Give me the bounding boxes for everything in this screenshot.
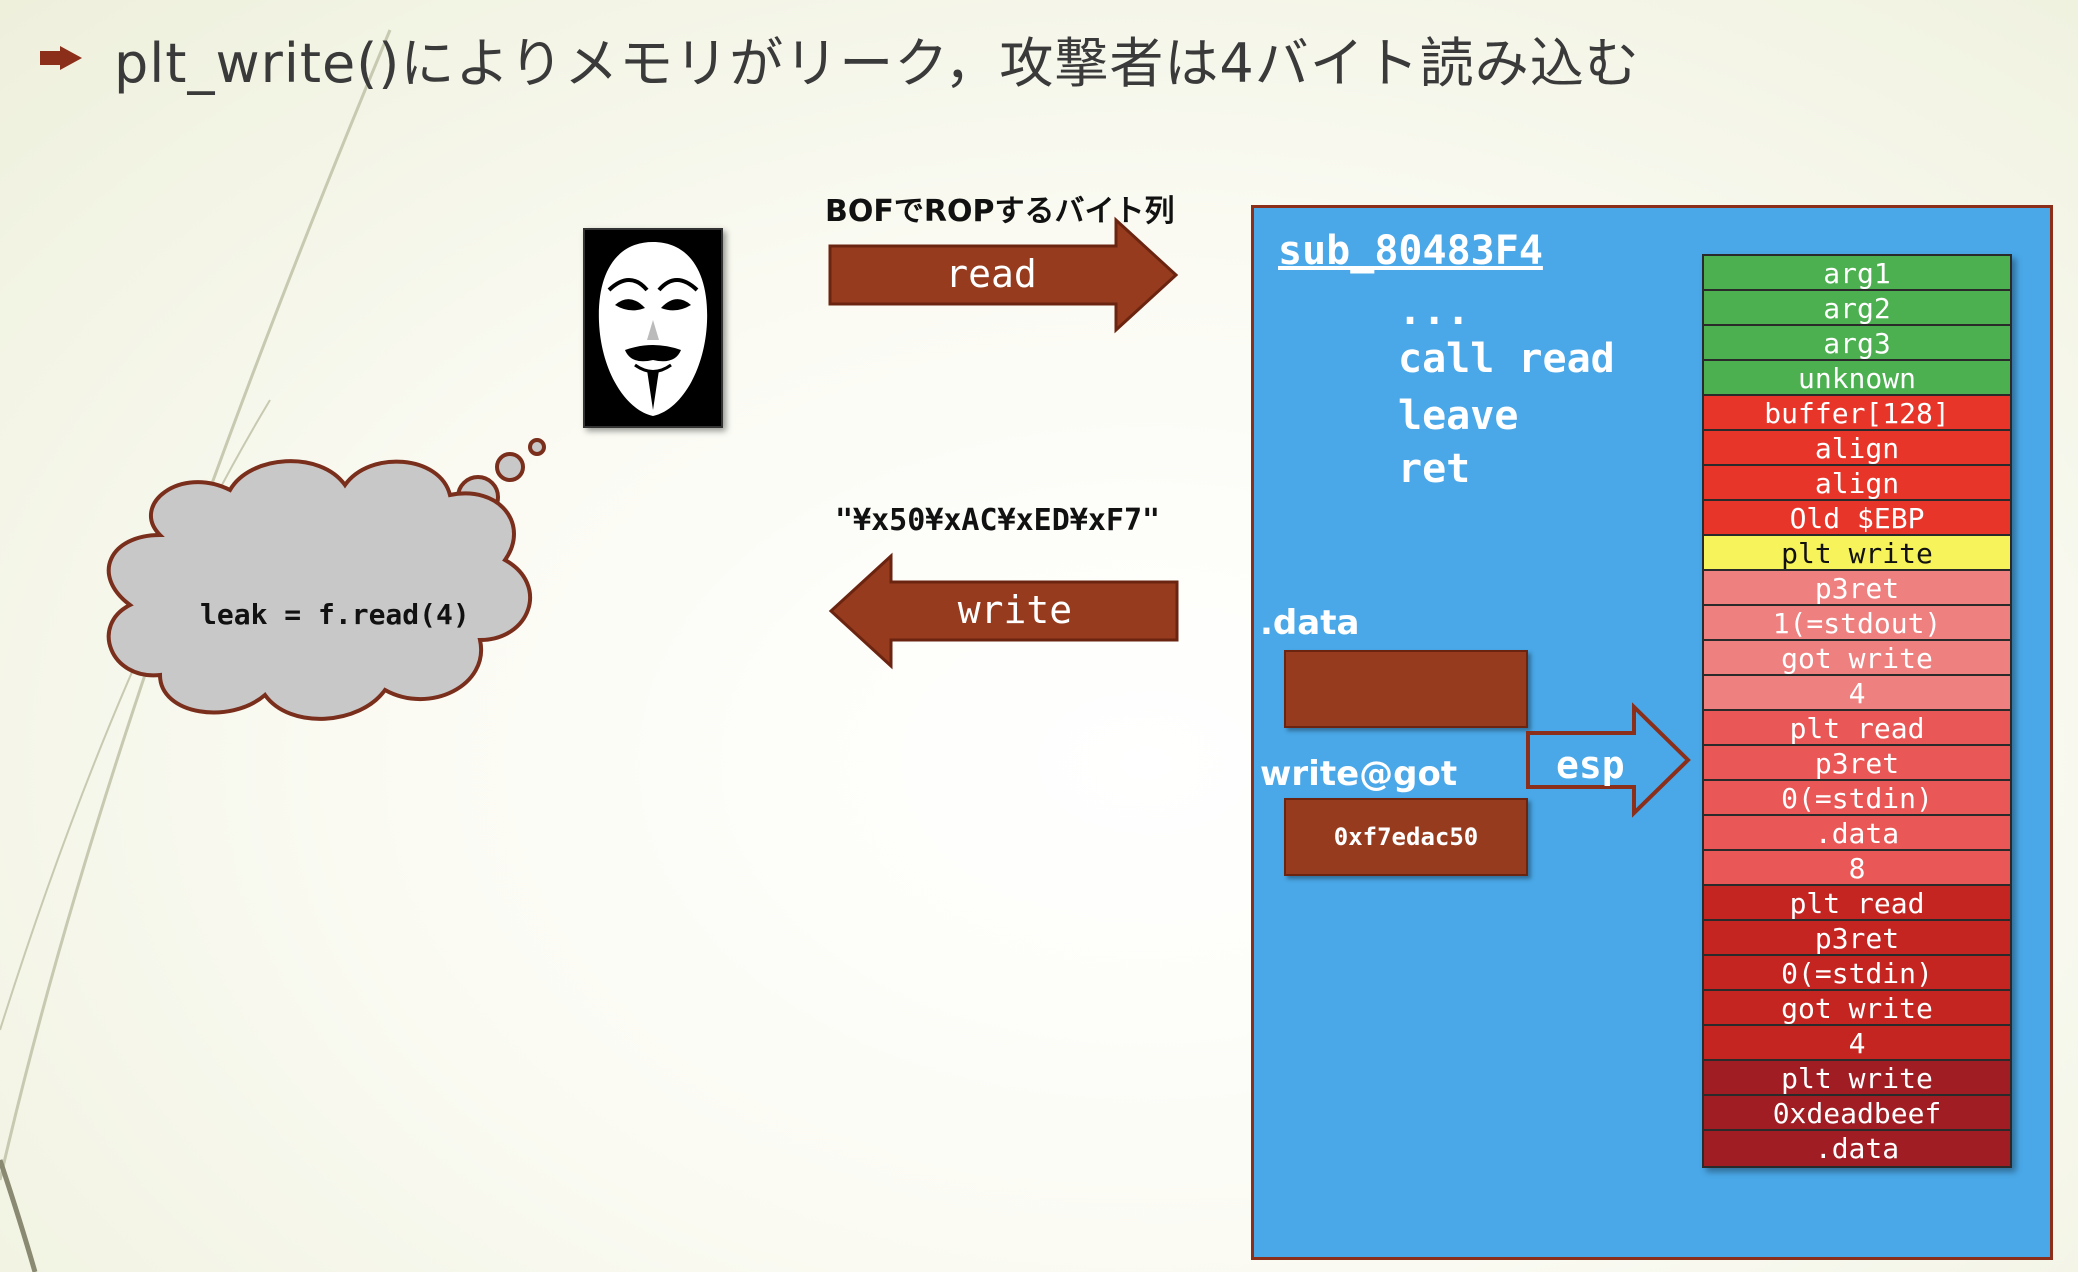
stack-cell: p3ret [1704, 746, 2010, 781]
esp-arrow [1526, 702, 1691, 818]
stack-cell: unknown [1704, 361, 2010, 396]
title-bullet-arrow-icon [40, 46, 82, 70]
stack-cell: p3ret [1704, 921, 2010, 956]
code-line-ret: ret [1398, 446, 1471, 492]
attacker-mask-icon [583, 228, 723, 428]
stack-cell: arg2 [1704, 291, 2010, 326]
stack-cell: .data [1704, 1131, 2010, 1166]
stack-cell: got write [1704, 991, 2010, 1026]
stack-cell: align [1704, 431, 2010, 466]
stack-cell: Old $EBP [1704, 501, 2010, 536]
write-got-box: 0xf7edac50 [1284, 798, 1528, 876]
stack-cell: align [1704, 466, 2010, 501]
code-line-leave: leave [1398, 393, 1519, 439]
leaked-bytes-caption: "¥x50¥xAC¥xED¥xF7" [835, 503, 1161, 538]
read-arrow [828, 216, 1179, 334]
stack-cell: arg3 [1704, 326, 2010, 361]
stack-cell: got write [1704, 641, 2010, 676]
stack-cell: buffer[128] [1704, 396, 2010, 431]
code-line-ellipsis: ... [1398, 288, 1471, 334]
thought-cloud-text: leak = f.read(4) [200, 598, 470, 631]
write-arrow [828, 552, 1179, 670]
title-row: plt_write()によりメモリがリーク，攻撃者は4バイト読み込む [40, 18, 1640, 98]
stack-cell: 0(=stdin) [1704, 781, 2010, 816]
write-arrow-label: write [957, 588, 1073, 632]
slide-title: plt_write()によりメモリがリーク，攻撃者は4バイト読み込む [114, 31, 1640, 95]
stack-cell: 4 [1704, 676, 2010, 711]
stack-cell: .data [1704, 816, 2010, 851]
stack-cell: 8 [1704, 851, 2010, 886]
thought-cloud [106, 438, 546, 721]
stack-cell: plt read [1704, 711, 2010, 746]
stack-cell: plt read [1704, 886, 2010, 921]
stack-cell: 4 [1704, 1026, 2010, 1061]
esp-label: esp [1556, 743, 1625, 787]
read-arrow-label: read [945, 252, 1037, 296]
write-got-value: 0xf7edac50 [1333, 823, 1479, 851]
stack-cell: plt write [1704, 1061, 2010, 1096]
stack-cell: plt write [1704, 536, 2010, 571]
stack-cell: arg1 [1704, 256, 2010, 291]
stack-cell: 0(=stdin) [1704, 956, 2010, 991]
stack-cell: 1(=stdout) [1704, 606, 2010, 641]
stack-cell: p3ret [1704, 571, 2010, 606]
data-section-label: .data [1260, 603, 1360, 643]
function-name: sub_80483F4 [1278, 228, 1543, 274]
data-section-box [1284, 650, 1528, 728]
stack-cell: 0xdeadbeef [1704, 1096, 2010, 1131]
code-line-call-read: call read [1398, 336, 1615, 382]
write-got-label: write@got [1260, 754, 1458, 794]
